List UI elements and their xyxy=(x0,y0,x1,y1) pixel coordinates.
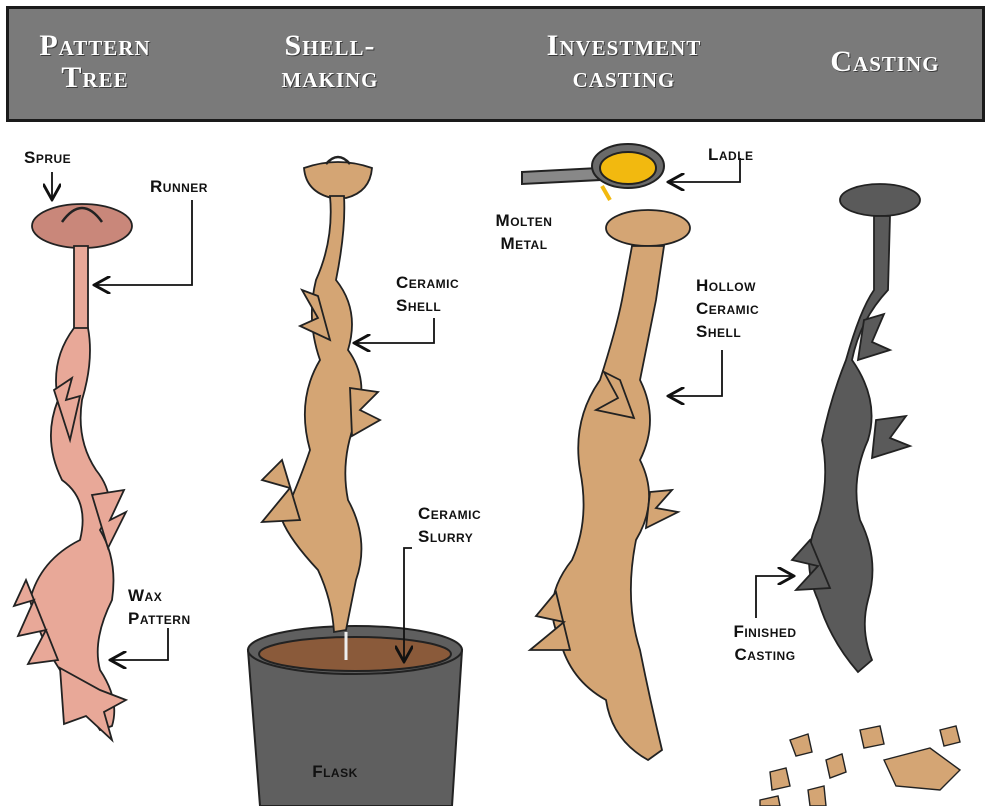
label-wax-pattern: Wax Pattern xyxy=(128,586,191,628)
runner-rod xyxy=(73,245,89,331)
ceramic-shell-arrow xyxy=(356,318,435,343)
label-flask: Flask xyxy=(312,762,358,781)
step-title-shell-making: Shell- making xyxy=(281,29,379,94)
runner-arrow xyxy=(96,200,193,285)
shell-cup xyxy=(303,161,373,199)
shell-body xyxy=(281,195,363,634)
finished-casting-arrow xyxy=(755,576,792,618)
label-ceramic-slurry: Ceramic Slurry xyxy=(418,504,482,546)
ladle xyxy=(521,143,665,189)
wax-pattern-tree xyxy=(12,203,133,743)
step-header-bar xyxy=(6,6,985,122)
ladle-arrow xyxy=(670,158,741,182)
wax-spikes xyxy=(12,375,129,666)
sprue-cup xyxy=(31,203,133,249)
label-molten-metal: Molten Metal xyxy=(495,211,553,253)
label-runner: Runner xyxy=(150,177,208,196)
label-ladle: Ladle xyxy=(708,145,754,164)
sprue-handle xyxy=(60,206,104,223)
wax-head xyxy=(58,666,129,743)
ceramic-slurry-arrow xyxy=(404,547,412,660)
hollow-shell-tree xyxy=(527,209,691,762)
step-title-pattern-tree: Pattern Tree xyxy=(39,29,151,94)
molten-metal-pour xyxy=(600,185,612,201)
step-title-casting: Casting xyxy=(830,45,940,78)
shell-spikes xyxy=(260,288,382,524)
step-title-investment-casting: Investment casting xyxy=(546,29,702,94)
shell-coated-tree xyxy=(260,155,382,634)
label-sprue: Sprue xyxy=(24,148,72,167)
ceramic-slurry-surface xyxy=(258,636,452,672)
molten-metal-in-ladle xyxy=(599,151,657,185)
label-ceramic-shell: Ceramic Shell xyxy=(396,273,460,315)
hollow-shell-cup xyxy=(605,209,691,247)
label-hollow-ceramic-shell: Hollow Ceramic Shell xyxy=(696,276,760,341)
label-finished-casting: Finished Casting xyxy=(733,622,797,664)
casting-cup xyxy=(839,183,921,217)
broken-shell-fragments xyxy=(759,725,962,806)
finished-casting-tree xyxy=(790,183,921,674)
hollow-shell-arrow xyxy=(670,350,723,396)
wax-pattern-arrow xyxy=(112,628,169,660)
